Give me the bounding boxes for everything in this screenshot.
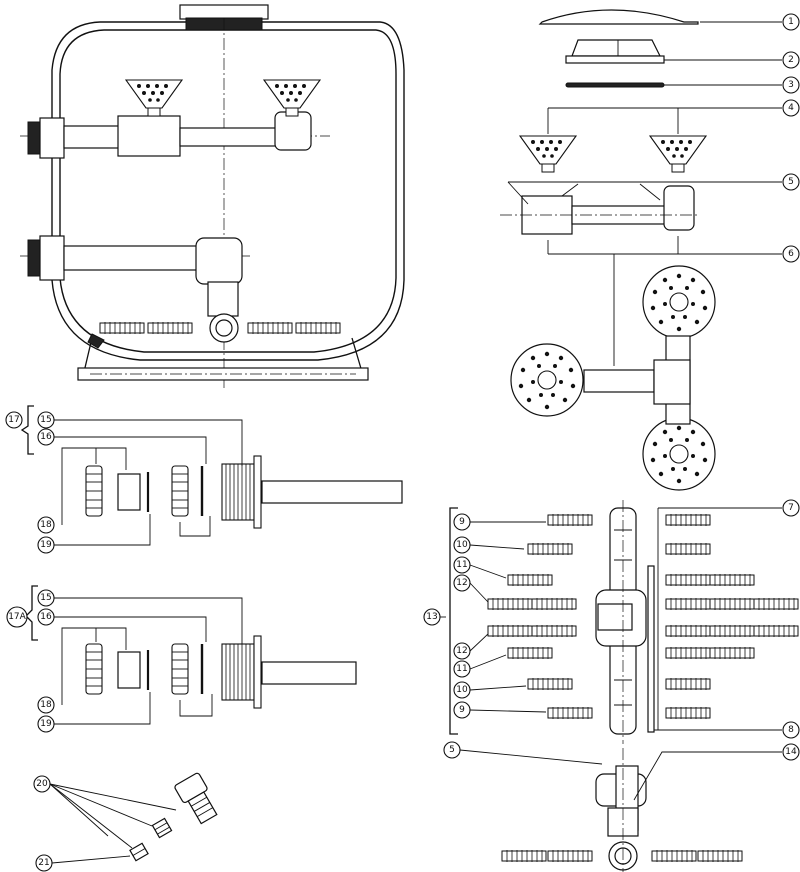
callout-13: 13: [423, 608, 441, 626]
callout-20: 20: [33, 775, 51, 793]
callout-15-b: 15: [37, 589, 55, 607]
callout-4: 4: [782, 99, 800, 117]
svg-text:12: 12: [456, 646, 467, 656]
svg-text:11: 11: [456, 664, 467, 674]
svg-text:2: 2: [788, 55, 794, 65]
callout-10-top: 10: [453, 536, 471, 554]
svg-text:9: 9: [459, 705, 465, 715]
svg-text:15: 15: [40, 593, 51, 603]
svg-text:1: 1: [788, 17, 794, 27]
svg-text:16: 16: [40, 432, 52, 442]
callout-18-a: 18: [37, 516, 55, 534]
svg-text:15: 15: [40, 415, 51, 425]
upper-diffuser-assembly: [500, 135, 707, 235]
svg-text:16: 16: [40, 612, 52, 622]
callout-9-top: 9: [453, 513, 471, 531]
callout-12-top: 12: [453, 574, 471, 592]
tank-base: [77, 367, 369, 381]
callout-19-a: 19: [37, 536, 55, 554]
standpipe: [647, 565, 655, 733]
callout-19-b: 19: [37, 715, 55, 733]
svg-text:20: 20: [36, 779, 48, 789]
svg-text:10: 10: [456, 540, 468, 550]
callout-15-a: 15: [37, 411, 55, 429]
svg-text:3: 3: [788, 80, 794, 90]
svg-text:18: 18: [40, 700, 52, 710]
lateral-assembly: [440, 500, 799, 744]
svg-text:12: 12: [456, 578, 467, 588]
svg-text:18: 18: [40, 520, 52, 530]
callout-2: 2: [782, 51, 800, 69]
callout-16-b: 16: [37, 608, 55, 626]
lid-gasket: [565, 82, 665, 88]
callout-6: 6: [782, 245, 800, 263]
callout-5-upper: 5: [782, 173, 800, 191]
svg-text:8: 8: [788, 725, 794, 735]
svg-text:14: 14: [785, 747, 797, 757]
callout-10-bottom: 10: [453, 681, 471, 699]
svg-text:17: 17: [8, 415, 19, 425]
svg-text:7: 7: [788, 503, 794, 513]
svg-text:17A: 17A: [8, 612, 26, 622]
leader-lines: [49, 21, 782, 864]
svg-text:11: 11: [456, 560, 467, 570]
callout-17a: 17A: [6, 606, 28, 628]
svg-text:6: 6: [788, 249, 794, 259]
callout-1: 1: [782, 13, 800, 31]
callout-18-b: 18: [37, 696, 55, 714]
diffuser-discs: [510, 265, 716, 491]
svg-text:5: 5: [449, 745, 455, 755]
svg-text:19: 19: [40, 540, 52, 550]
svg-text:5: 5: [788, 177, 794, 187]
svg-text:10: 10: [456, 685, 468, 695]
callout-11-top: 11: [453, 556, 471, 574]
svg-text:4: 4: [788, 103, 794, 113]
callout-21: 21: [35, 854, 53, 872]
callout-16-a: 16: [37, 428, 55, 446]
port-assembly-17: [20, 405, 403, 529]
svg-text:19: 19: [40, 719, 52, 729]
callout-7: 7: [782, 499, 800, 517]
callout-8: 8: [782, 721, 800, 739]
callout-3: 3: [782, 76, 800, 94]
filter-tank: [20, 4, 405, 388]
svg-text:9: 9: [459, 517, 465, 527]
port-assembly-17a: [25, 585, 357, 709]
tank-lid: [179, 4, 269, 20]
callout-5-lower: 5: [443, 741, 461, 759]
bottom-elbow-assembly: [501, 748, 743, 872]
lid-parts: [538, 9, 699, 88]
callout-17: 17: [5, 411, 23, 429]
callout-12-bottom: 12: [453, 642, 471, 660]
callout-9-bottom: 9: [453, 701, 471, 719]
callout-11-bottom: 11: [453, 660, 471, 678]
svg-text:13: 13: [426, 612, 437, 622]
svg-text:21: 21: [38, 858, 49, 868]
callout-14: 14: [782, 743, 800, 761]
drain-parts: [129, 772, 218, 862]
